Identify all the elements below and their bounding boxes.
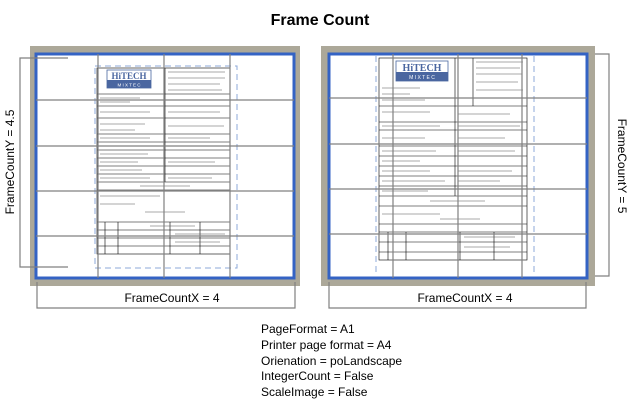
- left-y-label-bg: [2, 110, 18, 222]
- right-y-label: FrameCountY = 5: [615, 119, 629, 214]
- left-y-label: FrameCountY = 4.5: [3, 109, 17, 214]
- right-logo-line2: M I X T E C: [409, 75, 435, 81]
- right-x-label: FrameCountX = 4: [417, 291, 512, 305]
- left-logo-line1: HiTECH: [111, 71, 146, 81]
- settings-list: PageFormat = A1 Printer page format = A4…: [261, 322, 402, 401]
- right-logo-line1: HiTECH: [403, 63, 442, 74]
- setting-page-format: PageFormat = A1: [261, 322, 355, 336]
- setting-orientation: Orienation = poLandscape: [261, 353, 403, 368]
- left-printable-area: [94, 65, 238, 269]
- right-x-label-bg: [408, 291, 518, 305]
- setting-scale-image: ScaleImage = False: [261, 385, 368, 400]
- right-y-label-bg: [612, 110, 628, 222]
- right-logo: HiTECH M I X T E C: [395, 60, 449, 82]
- left-frame-grid: [36, 54, 294, 278]
- left-y-bracket: [19, 57, 68, 268]
- right-printable-area: [375, 56, 535, 276]
- right-drawing-text: [382, 61, 523, 248]
- right-panel: HiTECH M I X T E C FrameCountX = 4 Frame…: [321, 46, 629, 309]
- right-y-bracket: [595, 53, 610, 277]
- diagram-title: Frame Count: [270, 12, 370, 29]
- right-drawing: [378, 57, 528, 261]
- setting-integer-count: IntegerCount = False: [261, 369, 374, 384]
- right-x-bracket: [328, 282, 587, 309]
- left-x-label: FrameCountX = 4: [124, 291, 219, 305]
- left-logo-line2: M I X T E C: [117, 83, 141, 88]
- left-x-bracket: [36, 282, 296, 309]
- left-panel: HiTECH M I X T E C FrameCountX = 4 Frame…: [2, 46, 300, 309]
- right-frame-grid: [329, 54, 587, 278]
- setting-printer-page-format: Printer page format = A4: [261, 337, 392, 352]
- left-x-label-bg: [115, 291, 225, 305]
- left-logo: HiTECH M I X T E C: [106, 69, 152, 89]
